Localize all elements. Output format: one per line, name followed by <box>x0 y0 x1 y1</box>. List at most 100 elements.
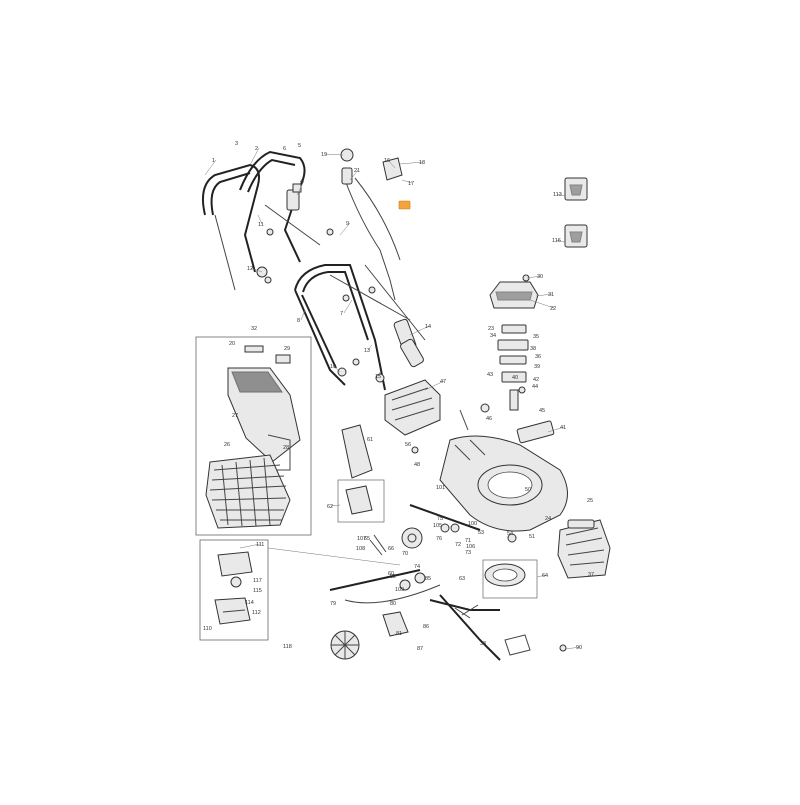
highlighted-part-marker <box>398 200 411 210</box>
callout-79: 79 <box>330 601 336 607</box>
callout-60: 60 <box>388 571 394 577</box>
callout-76: 76 <box>436 536 442 542</box>
callout-72: 72 <box>455 542 461 548</box>
callout-86: 86 <box>423 624 429 630</box>
callout-87: 87 <box>417 646 423 652</box>
callout-73: 73 <box>465 550 471 556</box>
callout-39: 39 <box>534 364 540 370</box>
callout-24: 24 <box>545 516 551 522</box>
callout-leader-10 <box>333 365 341 373</box>
callout-38: 38 <box>530 346 536 352</box>
spec-box <box>337 479 385 523</box>
callout-33: 33 <box>480 641 486 647</box>
callout-23: 23 <box>488 326 494 332</box>
callout-65: 65 <box>364 536 370 542</box>
callout-leader-2 <box>249 147 260 166</box>
upper-handle-bars <box>202 150 321 291</box>
callout-53: 53 <box>478 530 484 536</box>
callout-114: 114 <box>245 600 254 606</box>
callout-106: 106 <box>466 544 475 550</box>
callout-leader-12 <box>250 267 263 273</box>
control-cables <box>326 148 411 302</box>
callout-66: 66 <box>388 546 394 552</box>
callout-41: 41 <box>560 425 566 431</box>
callout-51: 51 <box>529 534 535 540</box>
callout-50: 50 <box>525 487 531 493</box>
callout-27: 27 <box>232 413 238 419</box>
callout-17: 17 <box>408 181 414 187</box>
callout-80: 80 <box>390 601 396 607</box>
callout-48: 48 <box>414 462 420 468</box>
callout-74: 74 <box>414 564 420 570</box>
callout-leader-64 <box>536 574 547 578</box>
callout-leader-1 <box>204 159 217 176</box>
callout-leader-90 <box>565 646 581 650</box>
misc-small-parts <box>256 228 567 652</box>
callout-54: 54 <box>507 531 513 537</box>
callout-81: 81 <box>396 631 402 637</box>
callout-leader-15 <box>378 371 381 377</box>
callout-64: 64 <box>542 573 548 579</box>
grass-bag-box <box>195 336 312 536</box>
callout-7: 7 <box>340 311 343 317</box>
callout-leader-30 <box>526 275 542 279</box>
callout-leader-21 <box>349 169 359 181</box>
callout-15: 15 <box>375 374 381 380</box>
callout-26: 26 <box>224 442 230 448</box>
lower-handle-frame <box>294 264 426 391</box>
callout-leader-113 <box>556 193 566 197</box>
callout-leader-62 <box>330 504 341 507</box>
callout-107: 107 <box>357 536 366 542</box>
callout-116: 116 <box>552 238 561 244</box>
spare-keys <box>564 177 588 248</box>
callout-61: 61 <box>367 437 373 443</box>
callout-25: 25 <box>587 498 593 504</box>
callout-47: 47 <box>440 379 446 385</box>
callout-2: 2 <box>255 146 258 152</box>
callout-leader-18 <box>399 161 424 165</box>
callout-leader-41 <box>547 426 565 433</box>
callout-18: 18 <box>419 160 425 166</box>
callout-8: 8 <box>297 318 300 324</box>
callout-90: 90 <box>576 645 582 651</box>
callout-4: 4 <box>300 179 303 185</box>
callout-leader-111 <box>239 543 261 549</box>
callout-62: 62 <box>327 504 333 510</box>
callout-leader-31 <box>535 293 553 297</box>
callout-32: 32 <box>251 326 257 332</box>
callout-113: 113 <box>553 192 562 198</box>
callout-14: 14 <box>425 324 431 330</box>
callout-117: 117 <box>253 578 262 584</box>
gearbox-detail-box <box>199 539 401 641</box>
callout-28: 28 <box>283 445 289 451</box>
callout-70: 70 <box>402 551 408 557</box>
callout-100: 100 <box>468 521 477 527</box>
callout-20: 20 <box>229 341 235 347</box>
rear-axle-and-wheels <box>329 569 531 661</box>
callout-29: 29 <box>284 346 290 352</box>
callout-10: 10 <box>330 364 336 370</box>
callout-109: 109 <box>395 587 404 593</box>
callout-leader-13 <box>367 344 373 351</box>
callout-9: 9 <box>346 221 349 227</box>
callout-5: 5 <box>298 143 301 149</box>
callout-leader-8 <box>300 309 306 321</box>
callout-43: 43 <box>487 372 493 378</box>
front-bumper <box>557 519 611 579</box>
callout-112: 112 <box>252 610 261 616</box>
callout-leader-17 <box>401 179 413 184</box>
callout-1: 1 <box>212 158 215 164</box>
callout-leader-22 <box>529 299 555 309</box>
callout-leader-14 <box>409 325 430 336</box>
callout-118: 118 <box>283 644 292 650</box>
callout-105: 105 <box>433 523 442 529</box>
callout-52: 52 <box>390 574 396 580</box>
callout-35: 35 <box>533 334 539 340</box>
callout-16: 16 <box>384 158 390 164</box>
callout-36: 36 <box>535 354 541 360</box>
callout-leader-11 <box>257 214 263 225</box>
callout-40: 40 <box>512 375 518 381</box>
callout-115: 115 <box>253 588 262 594</box>
callout-37: 37 <box>588 572 594 578</box>
callout-46: 46 <box>486 416 492 422</box>
